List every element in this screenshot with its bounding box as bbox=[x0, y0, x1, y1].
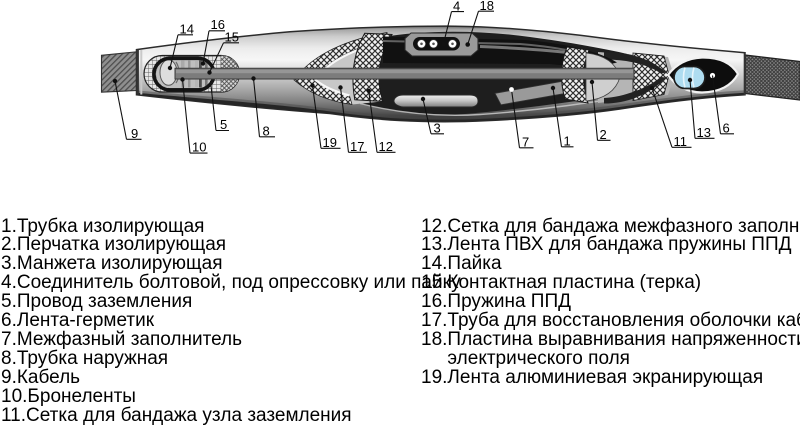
svg-text:16: 16 bbox=[211, 17, 225, 32]
svg-text:10: 10 bbox=[192, 140, 206, 155]
svg-text:13: 13 bbox=[697, 125, 711, 140]
svg-text:7: 7 bbox=[522, 134, 529, 149]
svg-text:15: 15 bbox=[225, 29, 239, 44]
svg-text:1: 1 bbox=[564, 133, 571, 148]
svg-text:6: 6 bbox=[723, 120, 730, 135]
svg-text:8: 8 bbox=[263, 123, 270, 138]
svg-text:5: 5 bbox=[220, 117, 227, 132]
svg-text:4: 4 bbox=[453, 0, 460, 13]
svg-text:2: 2 bbox=[600, 127, 607, 142]
svg-text:3: 3 bbox=[434, 120, 441, 135]
svg-text:17: 17 bbox=[350, 139, 364, 154]
svg-text:14: 14 bbox=[180, 21, 194, 36]
svg-text:18: 18 bbox=[480, 0, 494, 13]
svg-text:12: 12 bbox=[379, 139, 393, 154]
svg-text:9: 9 bbox=[131, 126, 138, 141]
svg-text:11: 11 bbox=[674, 134, 688, 149]
svg-text:19: 19 bbox=[323, 135, 337, 150]
